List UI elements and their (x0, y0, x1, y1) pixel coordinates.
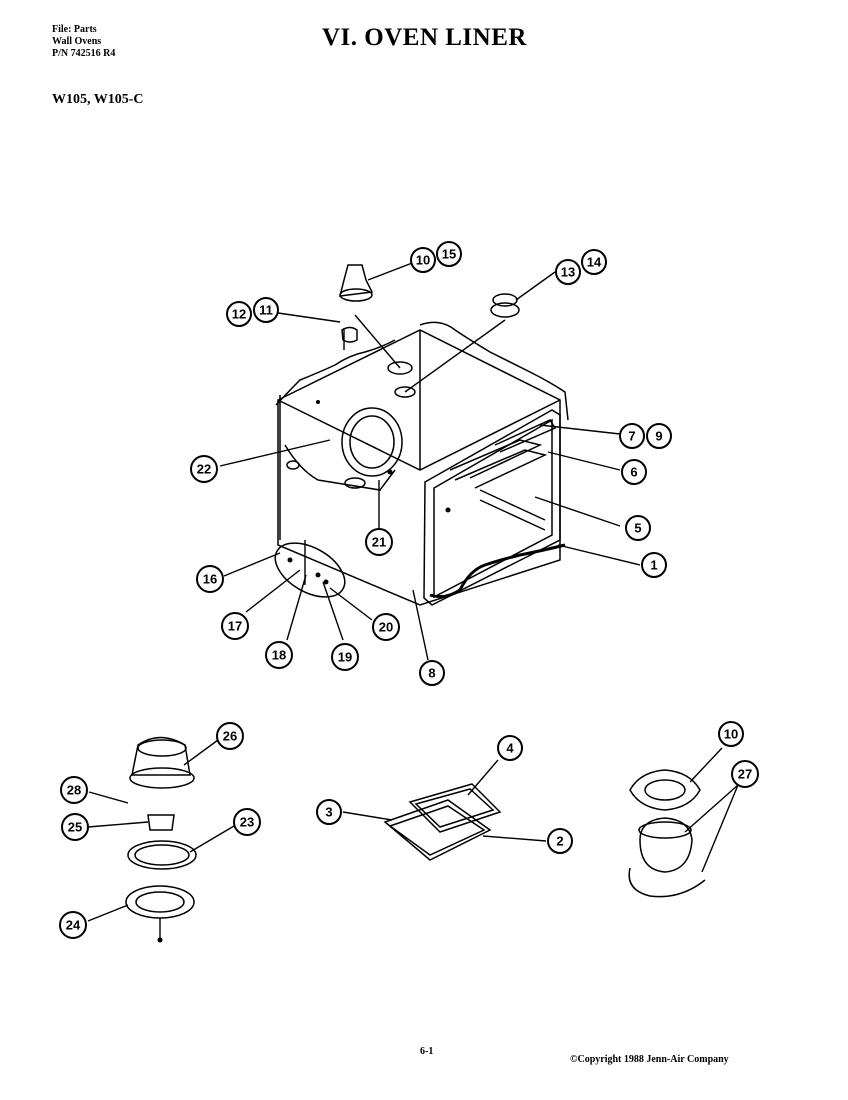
svg-text:28: 28 (67, 783, 81, 798)
oven-liner-body (274, 264, 569, 606)
file-line: Wall Ovens (52, 36, 102, 47)
model-numbers: W105, W105-C (52, 92, 144, 107)
svg-text:6: 6 (630, 465, 637, 480)
svg-text:18: 18 (272, 648, 286, 663)
file-line: File: Parts (52, 24, 97, 35)
broiler-pan (383, 783, 502, 861)
svg-text:23: 23 (240, 815, 254, 830)
callout-11: 11 (253, 297, 279, 323)
callout-9: 9 (646, 423, 672, 449)
callout-27: 27 (731, 760, 759, 788)
svg-text:9: 9 (655, 429, 662, 444)
svg-text:3: 3 (325, 805, 332, 820)
callout-10: 10 (410, 247, 436, 273)
svg-text:26: 26 (223, 729, 237, 744)
callout-16: 16 (196, 565, 224, 593)
light-assembly (125, 736, 197, 943)
callout-8: 8 (419, 660, 445, 686)
svg-text:24: 24 (66, 918, 81, 933)
callout-5: 5 (625, 515, 651, 541)
callout-23: 23 (233, 808, 261, 836)
part-number: P/N 742516 R4 (52, 48, 116, 59)
svg-text:15: 15 (442, 247, 456, 262)
svg-text:10: 10 (416, 253, 430, 268)
svg-text:13: 13 (561, 265, 575, 280)
callout-12: 12 (226, 301, 252, 327)
svg-text:17: 17 (228, 619, 242, 634)
callout-24: 24 (59, 911, 87, 939)
svg-text:22: 22 (197, 462, 211, 477)
svg-text:12: 12 (232, 307, 246, 322)
svg-text:20: 20 (379, 620, 393, 635)
callout-3: 3 (316, 799, 342, 825)
svg-text:10: 10 (724, 727, 738, 742)
callout-1: 1 (641, 552, 667, 578)
callout-10b: 10 (718, 721, 744, 747)
svg-text:2: 2 (556, 834, 563, 849)
callout-2: 2 (547, 828, 573, 854)
callout-26: 26 (216, 722, 244, 750)
callout-19: 19 (331, 643, 359, 671)
light-cover-assembly (628, 769, 706, 898)
callout-18: 18 (265, 641, 293, 669)
page-title: VI. OVEN LINER (322, 24, 527, 51)
svg-text:1: 1 (650, 558, 657, 573)
copyright-notice: ©Copyright 1988 Jenn-Air Company (570, 1054, 729, 1065)
svg-text:19: 19 (338, 650, 352, 665)
svg-text:21: 21 (372, 535, 386, 550)
callout-15: 15 (436, 241, 462, 267)
callout-17: 17 (221, 612, 249, 640)
callout-7: 7 (619, 423, 645, 449)
callout-25: 25 (61, 813, 89, 841)
callout-14: 14 (581, 249, 607, 275)
callout-20: 20 (372, 613, 400, 641)
svg-text:16: 16 (203, 572, 217, 587)
callout-21: 21 (365, 528, 393, 556)
svg-text:8: 8 (428, 666, 435, 681)
svg-text:7: 7 (628, 429, 635, 444)
svg-text:5: 5 (634, 521, 641, 536)
callout-4: 4 (497, 735, 523, 761)
callout-6: 6 (621, 459, 647, 485)
page-number: 6-1 (420, 1046, 434, 1057)
file-info: File: Parts Wall Ovens P/N 742516 R4 (52, 24, 115, 60)
callout-28: 28 (60, 776, 88, 804)
svg-text:25: 25 (68, 820, 82, 835)
callout-13: 13 (555, 259, 581, 285)
svg-text:11: 11 (259, 303, 273, 318)
leader-lines (87, 259, 739, 922)
callout-22: 22 (190, 455, 218, 483)
svg-text:4: 4 (506, 741, 514, 756)
svg-text:14: 14 (587, 255, 602, 270)
svg-text:27: 27 (738, 767, 752, 782)
